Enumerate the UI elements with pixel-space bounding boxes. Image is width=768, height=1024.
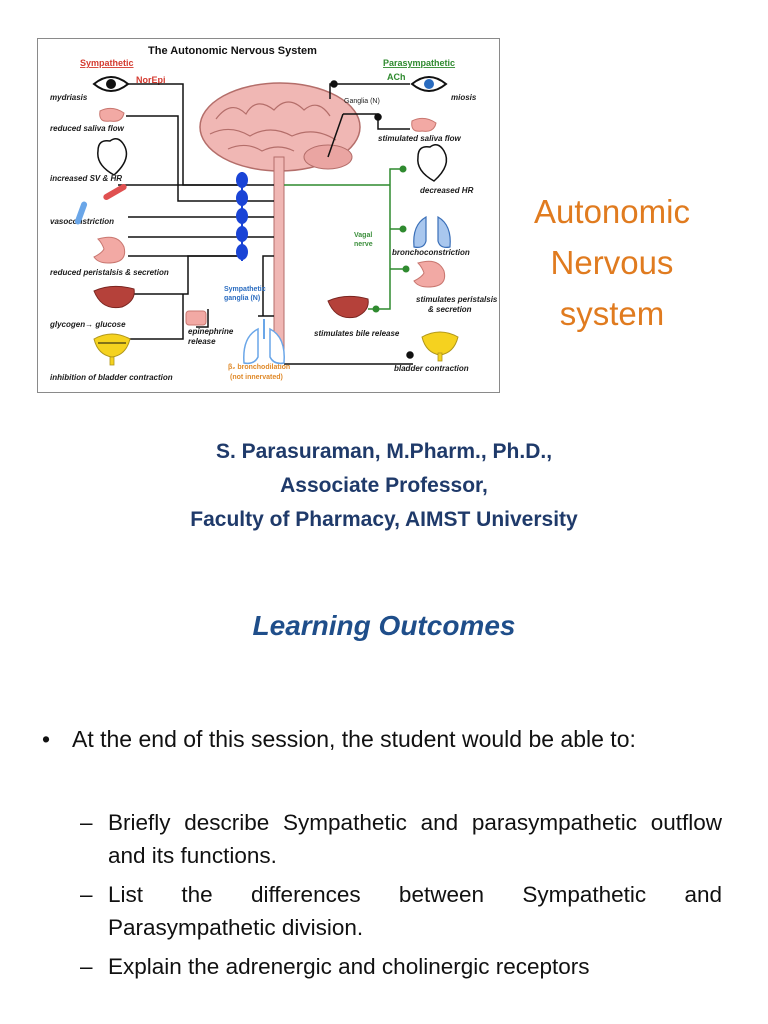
spinal-cord: [273, 156, 285, 360]
eye-icon-right: [410, 76, 448, 92]
stomach-icon-right: [413, 260, 446, 288]
sympathetic-header: Sympathetic: [80, 58, 134, 68]
para-effect-broncho: bronchoconstriction: [392, 248, 470, 257]
lung-icon: [243, 319, 285, 365]
symp-effect-glycogen: glycogen→ glucose: [49, 320, 126, 329]
beta-label-2: (not innervated): [230, 374, 283, 381]
salivary-gland-icon: [99, 107, 125, 122]
learning-outcomes-heading: Learning Outcomes: [252, 610, 516, 641]
epinephrine-label-2: release: [188, 337, 216, 346]
author-block: S. Parasuraman, M.Pharm., Ph.D., Associa…: [60, 435, 708, 537]
adrenal-icon: [185, 310, 207, 326]
sympathetic-ganglia-label-1: Sympathetic: [224, 286, 266, 293]
symp-effect-gut: reduced peristalsis & secretion: [50, 268, 169, 277]
sympathetic-transmitter: NorEpi: [136, 75, 166, 85]
dash-icon: –: [80, 954, 93, 979]
symp-effect-vaso: vasoconstriction: [50, 217, 114, 226]
symp-effect-saliva: reduced saliva flow: [50, 124, 125, 133]
para-effect-bladder: bladder contraction: [394, 364, 469, 373]
outcomes-intro: • At the end of this session, the student…: [42, 726, 742, 753]
bullet-icon: •: [42, 726, 51, 752]
figure-title: The Autonomic Nervous System: [148, 45, 317, 57]
ans-figure: The Autonomic Nervous System Sympathetic…: [37, 38, 500, 393]
vagal-label-1: Vagal: [354, 232, 372, 239]
bladder-icon: [93, 333, 131, 366]
symp-effect-bladder: inhibition of bladder contraction: [50, 373, 173, 382]
para-effect-hr: decreased HR: [420, 186, 474, 195]
symp-effect-mydriasis: mydriasis: [50, 93, 88, 102]
parasympathetic-transmitter: ACh: [387, 72, 406, 82]
lung-icon-right: [413, 215, 451, 248]
epinephrine-label-1: epinephrine: [188, 327, 234, 336]
ans-diagram: The Autonomic Nervous System Sympathetic…: [49, 45, 498, 382]
para-effect-peristalsis-1: stimulates peristalsis: [416, 295, 498, 304]
author-position: Associate Professor,: [280, 474, 488, 497]
symp-effect-heart: increased SV & HR: [50, 174, 122, 183]
slide-title: Autonomic Nervous system: [500, 186, 724, 339]
outcome-item: – List the differences between Sympathet…: [80, 878, 722, 944]
outcome-text: Briefly describe Sympathetic and parasym…: [108, 810, 722, 868]
title-line: system: [559, 295, 665, 332]
para-effect-peristalsis-2: & secretion: [428, 305, 472, 314]
vagal-label-2: nerve: [354, 241, 373, 248]
outcomes-list: – Briefly describe Sympathetic and paras…: [80, 806, 722, 989]
author-name: S. Parasuraman, M.Pharm., Ph.D.,: [215, 440, 553, 463]
para-effect-saliva: stimulated saliva flow: [378, 134, 461, 143]
liver-icon: [93, 285, 135, 309]
stomach-icon: [93, 236, 126, 264]
para-effect-miosis: miosis: [451, 93, 477, 102]
dash-icon: –: [80, 810, 93, 835]
outcome-item: – Briefly describe Sympathetic and paras…: [80, 806, 722, 872]
outcome-text: Explain the adrenergic and cholinergic r…: [108, 954, 590, 979]
salivary-gland-icon-right: [411, 117, 437, 132]
author-affiliation: Faculty of Pharmacy, AIMST University: [190, 508, 578, 531]
blood-vessel-icon: [74, 184, 127, 225]
dash-icon: –: [80, 882, 93, 907]
parasympathetic-header: Parasympathetic: [383, 58, 455, 68]
beta-label-1: β₂ bronchodilation: [228, 364, 290, 371]
outcomes-intro-text: At the end of this session, the student …: [72, 726, 636, 752]
outcome-text: List the differences between Sympathetic…: [108, 882, 722, 940]
eye-icon: [92, 76, 130, 92]
ganglia-label: Ganglia (N): [344, 98, 380, 105]
para-effect-bile: stimulates bile release: [314, 329, 400, 338]
sympathetic-ganglia-label-2: ganglia (N): [224, 295, 260, 302]
title-line: Nervous: [550, 244, 674, 281]
heart-icon: [97, 138, 128, 176]
title-line: Autonomic: [534, 193, 690, 230]
liver-icon-right: [327, 295, 369, 319]
bladder-icon-right: [421, 331, 459, 362]
outcome-item: – Explain the adrenergic and cholinergic…: [80, 950, 722, 983]
heart-icon-right: [417, 144, 448, 182]
